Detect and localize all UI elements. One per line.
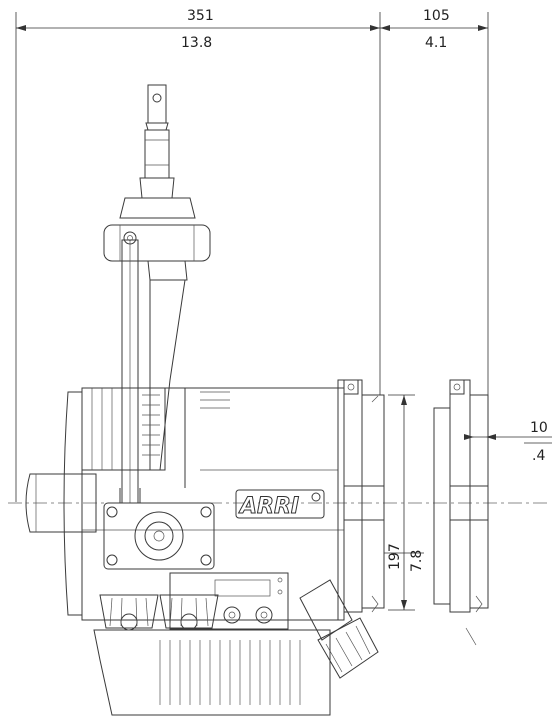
dimension-offset: 10 .4 [464, 420, 552, 464]
brand-logo: ARRI [238, 494, 299, 519]
bottom-heatsink [93, 629, 331, 716]
depth-in: 4.1 [425, 35, 447, 51]
height-in: 7.8 [409, 550, 425, 572]
front-mount [343, 379, 385, 613]
yoke [121, 239, 186, 504]
offset-in: .4 [532, 448, 545, 464]
mounting-spigot [119, 84, 196, 219]
front-accessory [433, 379, 489, 646]
depth-mm: 105 [423, 8, 450, 24]
main-housing [81, 379, 345, 621]
height-mm: 197 [387, 543, 403, 570]
cooling-fins [63, 387, 230, 616]
control-panel [169, 572, 289, 630]
dimension-height: 197 7.8 [384, 394, 425, 611]
offset-mm: 10 [530, 420, 548, 436]
yoke-clamp [103, 224, 211, 281]
lock-knobs [99, 594, 219, 631]
pivot-plate [103, 488, 215, 570]
overall-width-mm: 351 [187, 8, 214, 24]
dimension-overall-width: 351 13.8 [15, 8, 381, 502]
dimension-depth: 105 4.1 [380, 8, 489, 395]
overall-width-in: 13.8 [181, 35, 212, 51]
rear-cylinder [25, 473, 97, 533]
front-barrel [343, 485, 385, 521]
brand-badge: ARRI [235, 489, 325, 520]
angled-knob [299, 579, 379, 679]
